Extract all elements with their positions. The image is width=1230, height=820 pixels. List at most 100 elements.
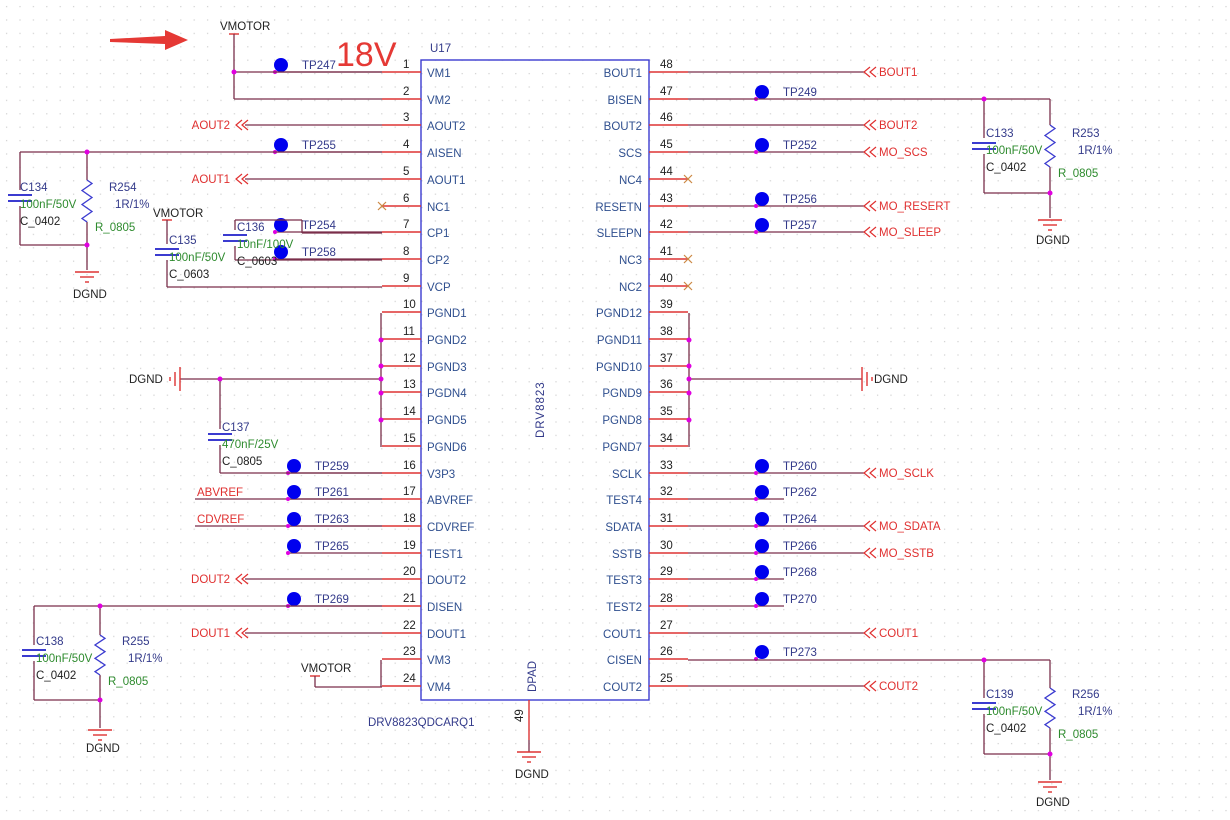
component-value: 1R/1%	[128, 653, 163, 665]
port-chevron-icon	[863, 66, 877, 78]
pin-name: COUT1	[603, 629, 642, 641]
pin-name: BISEN	[607, 95, 642, 107]
test-point-label: TP270	[783, 594, 817, 606]
junction	[754, 577, 758, 581]
dgnd-label-r255: DGND	[86, 743, 120, 755]
port-chevron-icon	[863, 146, 877, 158]
junction	[273, 230, 277, 234]
ground-symbol	[88, 729, 112, 741]
dgnd-label-left-bus: DGND	[129, 374, 163, 386]
test-point-label: TP269	[315, 594, 349, 606]
pin-number: 20	[403, 566, 416, 578]
test-point-icon	[755, 539, 769, 553]
net-label: MO_SCLK	[879, 468, 934, 480]
ground-symbol	[1038, 219, 1062, 231]
passive-components: C134100nF/50VC_0402R2541R/1%R_0805C13510…	[6, 124, 1113, 793]
component-footprint: R_0805	[1058, 729, 1098, 741]
pin-number: 44	[660, 166, 673, 178]
pin-name: DOUT1	[427, 629, 466, 641]
net-label: AOUT1	[192, 174, 230, 186]
pin-name: TEST1	[427, 549, 463, 561]
vmotor-label-top: VMOTOR	[220, 21, 270, 33]
pin-number: 37	[660, 353, 673, 365]
pin-name: PGND12	[596, 308, 642, 320]
pin-number: 43	[660, 193, 673, 205]
net-label: DOUT1	[191, 628, 230, 640]
pin-number: 7	[403, 219, 409, 231]
vmotor-label-vm4: VMOTOR	[301, 663, 351, 675]
pin-name: CP1	[427, 228, 449, 240]
test-point-label: TP259	[315, 461, 349, 473]
junction	[286, 551, 290, 555]
junction	[754, 471, 758, 475]
test-point-icon	[287, 512, 301, 526]
ic-pad-pin-number: 49	[514, 709, 526, 722]
pin-name: RESETN	[595, 202, 642, 214]
test-point-icon	[755, 85, 769, 99]
test-point-icon	[755, 645, 769, 659]
pin-number: 30	[660, 540, 673, 552]
junction	[754, 524, 758, 528]
component-footprint: C_0402	[36, 670, 76, 682]
pin-number: 14	[403, 406, 416, 418]
pin-name: AISEN	[427, 148, 462, 160]
port-chevron-icon	[863, 467, 877, 479]
pin-number: 29	[660, 566, 673, 578]
pin-number: 47	[660, 86, 673, 98]
test-point-icon	[755, 138, 769, 152]
port-chevron-icon	[863, 627, 877, 639]
component-footprint: C_0805	[222, 456, 262, 468]
net-label: CDVREF	[197, 514, 244, 526]
component-refdes: C135	[169, 235, 197, 247]
pin-name: SDATA	[605, 522, 642, 534]
pin-name: VM3	[427, 655, 451, 667]
port-chevron-icon	[235, 627, 249, 639]
component-footprint: C_0603	[169, 269, 209, 281]
pin-name: PGND5	[427, 415, 467, 427]
pin-name: SCLK	[612, 469, 642, 481]
pin-number: 10	[403, 299, 416, 311]
component-value: 100nF/50V	[986, 145, 1043, 157]
test-point-icon	[755, 512, 769, 526]
pin-name: CDVREF	[427, 522, 474, 534]
test-point-icon	[755, 592, 769, 606]
pin-name: TEST3	[606, 575, 642, 587]
net-label: DOUT2	[191, 574, 230, 586]
pin-number: 24	[403, 673, 416, 685]
ic-part-number: DRV8823QDCARQ1	[368, 717, 475, 729]
pin-name: CP2	[427, 255, 449, 267]
pin-number: 5	[403, 166, 409, 178]
pin-number: 28	[660, 593, 673, 605]
port-chevron-icon	[235, 573, 249, 585]
test-point-icon	[287, 539, 301, 553]
pin-number: 1	[403, 59, 409, 71]
dgnd-label-r253: DGND	[1036, 235, 1070, 247]
pin-number: 22	[403, 620, 416, 632]
pin-name: AOUT1	[427, 175, 465, 187]
test-point-icon	[755, 485, 769, 499]
right-pins: 48BOUT147BISEN46BOUT245SCS44NC443RESETN4…	[595, 59, 693, 694]
test-point-label: TP256	[783, 194, 817, 206]
component-footprint: C_0402	[986, 162, 1026, 174]
pin-name: VM4	[427, 682, 451, 694]
component-value: 1R/1%	[1078, 706, 1113, 718]
test-point-icon	[274, 218, 288, 232]
pin-number: 4	[403, 139, 410, 151]
pin-name: V3P3	[427, 469, 455, 481]
ground-symbol	[1038, 781, 1062, 793]
pin-number: 21	[403, 593, 416, 605]
pin-name: TEST4	[606, 495, 642, 507]
pin-name: NC1	[427, 202, 450, 214]
pin-name: NC4	[619, 175, 643, 187]
component-refdes: C138	[36, 636, 64, 648]
pin-name: VM1	[427, 68, 451, 80]
net-label: MO_SCS	[879, 147, 928, 159]
pin-number: 11	[403, 326, 415, 338]
component-refdes: C133	[986, 128, 1014, 140]
pin-number: 33	[660, 460, 673, 472]
